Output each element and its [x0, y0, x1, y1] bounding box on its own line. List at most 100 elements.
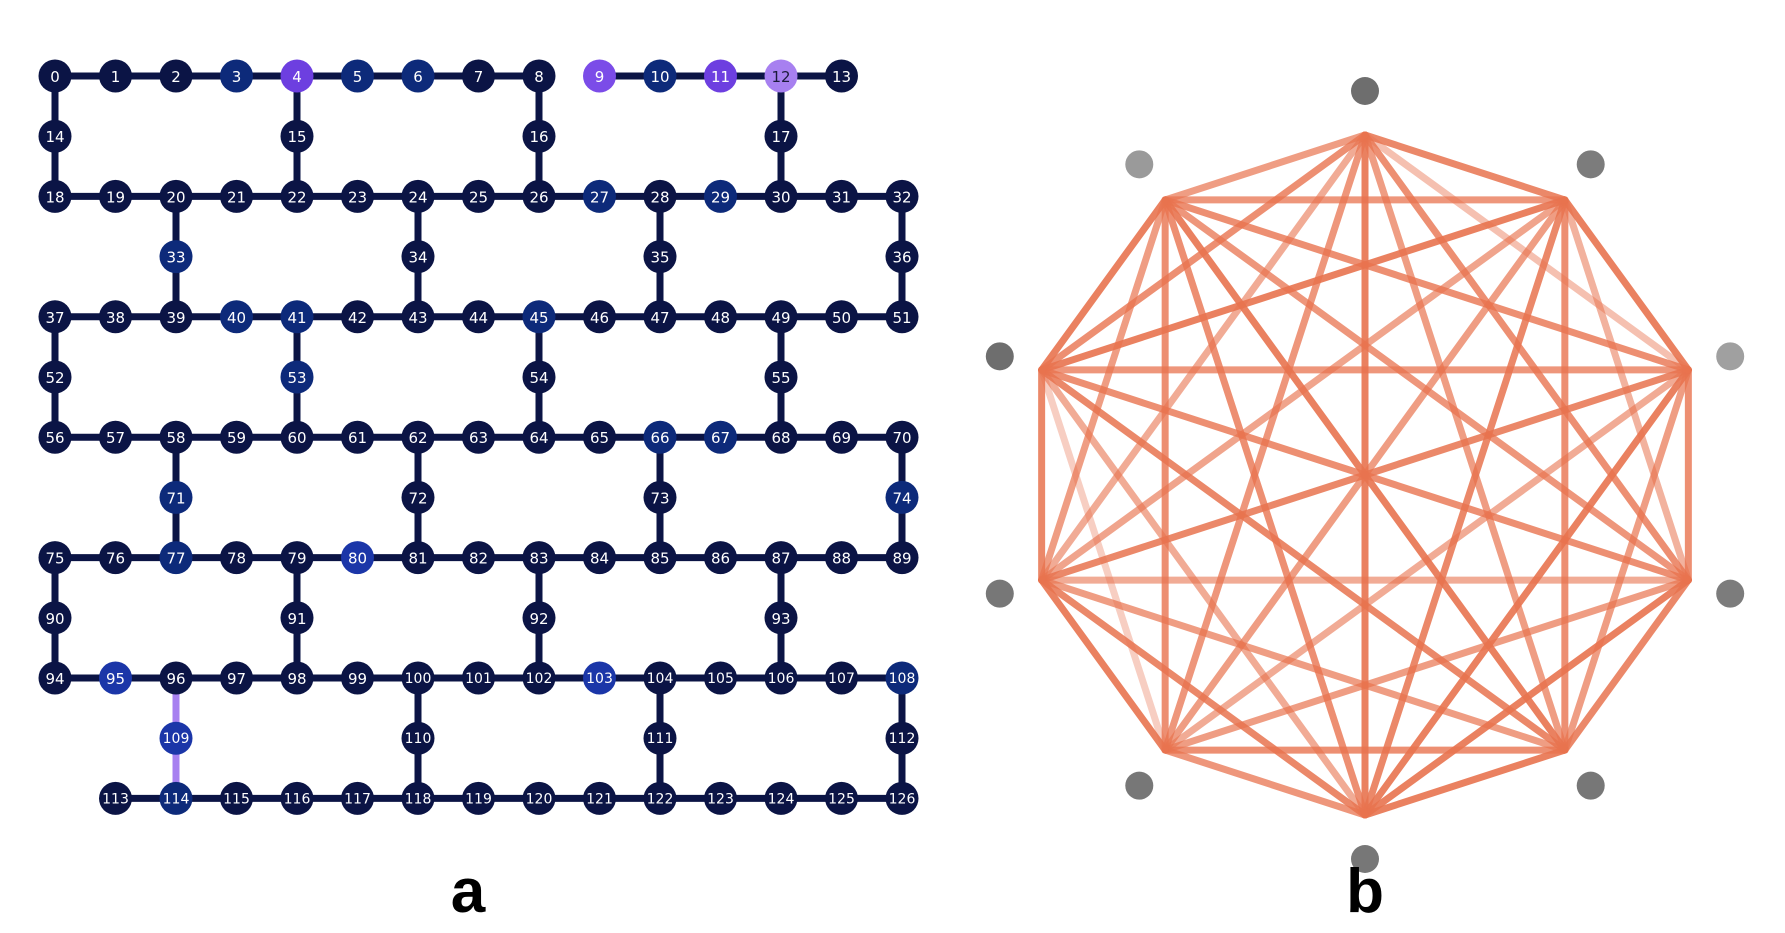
qubit-label: 109: [163, 731, 190, 747]
qubit-node: 36: [885, 240, 919, 274]
qubit-node: 62: [401, 420, 435, 454]
qubit-node: 43: [401, 300, 435, 334]
qubit-circle: [280, 59, 314, 93]
qubit-label: 102: [526, 671, 553, 687]
qubit-circle: [643, 59, 677, 93]
outer-vertex-dot: [1716, 342, 1745, 371]
qubit-node: 53: [280, 360, 314, 394]
qubit-label: 51: [892, 309, 911, 327]
qubit-node: 83: [522, 541, 556, 575]
qubit-circle: [462, 59, 495, 93]
complete-graph-edge: [1038, 196, 1169, 584]
qubit-label: 57: [106, 429, 125, 447]
qubit-label: 81: [408, 550, 427, 568]
qubit-node: 52: [38, 360, 72, 394]
qubit-node: 45: [522, 300, 556, 334]
qubit-node: 124: [764, 781, 798, 815]
outer-vertex-dot: [1576, 771, 1605, 800]
qubit-node: 103: [583, 661, 616, 695]
qubit-circle: [643, 541, 677, 575]
qubit-node: 119: [462, 781, 495, 815]
qubit-node: 17: [764, 119, 798, 153]
qubit-node: 100: [401, 661, 435, 695]
qubit-node: 56: [38, 420, 72, 454]
qubit-circle: [643, 480, 677, 514]
qubit-node: 99: [341, 661, 374, 695]
qubit-label: 47: [650, 309, 669, 327]
qubit-circle: [401, 721, 435, 755]
qubit-circle: [38, 360, 72, 394]
qubit-circle: [280, 541, 314, 575]
qubit-node: 8: [522, 59, 556, 93]
qubit-node: 1: [99, 59, 132, 93]
qubit-node: 98: [280, 661, 314, 695]
qubit-label: 41: [287, 309, 306, 327]
qubit-node: 32: [885, 179, 919, 213]
qubit-circle: [462, 661, 495, 695]
qubit-label: 96: [166, 670, 185, 688]
outer-vertex-dot: [1125, 150, 1154, 179]
qubit-node: 81: [401, 541, 435, 575]
complete-graph-edge: [1561, 576, 1692, 754]
qubit-label: 1: [111, 68, 121, 86]
qubit-node: 75: [38, 541, 72, 575]
qubit-label: 30: [771, 188, 790, 206]
qubit-label: 106: [768, 671, 795, 687]
qubit-circle: [704, 300, 737, 334]
qubit-circle: [220, 661, 253, 695]
qubit-circle: [643, 721, 677, 755]
qubit-label: 37: [45, 309, 64, 327]
qubit-node: 25: [462, 179, 495, 213]
qubit-label: 49: [771, 309, 790, 327]
qubit-node: 86: [704, 541, 737, 575]
qubit-label: 121: [586, 791, 613, 807]
qubit-node: 21: [220, 179, 253, 213]
qubit-label: 110: [405, 731, 432, 747]
qubit-circle: [825, 781, 858, 815]
qubit-circle: [99, 541, 132, 575]
qubit-node: 26: [522, 179, 556, 213]
qubit-label: 44: [469, 309, 488, 327]
qubit-label: 75: [45, 550, 64, 568]
qubit-circle: [764, 360, 798, 394]
qubit-node: 16: [522, 119, 556, 153]
qubit-circle: [220, 781, 253, 815]
qubit-label: 22: [287, 188, 306, 206]
qubit-circle: [704, 781, 737, 815]
qubit-circle: [885, 721, 919, 755]
complete-graph-edge: [1561, 196, 1692, 374]
qubit-label: 14: [45, 128, 64, 146]
qubit-circle: [280, 601, 314, 635]
complete-graph-edge: [1161, 196, 1692, 584]
qubit-label: 31: [832, 188, 851, 206]
complete-graph-edge: [1038, 366, 1569, 754]
qubit-circle: [764, 420, 798, 454]
qubit-label: 8: [534, 68, 544, 86]
qubit-label: 63: [469, 429, 488, 447]
qubit-node: 102: [522, 661, 556, 695]
qubit-circle: [38, 179, 72, 213]
qubit-label: 103: [586, 671, 613, 687]
qubit-node: 64: [522, 420, 556, 454]
qubit-circle: [583, 541, 616, 575]
qubit-node: 101: [462, 661, 495, 695]
outer-vertex-dot: [1351, 845, 1379, 873]
qubit-label: 86: [711, 550, 730, 568]
qubit-label: 67: [711, 429, 730, 447]
qubit-label: 25: [469, 188, 488, 206]
qubit-label: 118: [405, 791, 432, 807]
complete-graph-edge: [1361, 746, 1569, 819]
qubit-circle: [825, 300, 858, 334]
qubit-circle: [280, 179, 314, 213]
qubit-label: 62: [408, 429, 427, 447]
qubit-node: 113: [99, 781, 132, 815]
qubit-circle: [522, 300, 556, 334]
complete-graph-edge: [1038, 366, 1369, 819]
qubit-circle: [885, 480, 919, 514]
qubit-circle: [341, 661, 374, 695]
qubit-node: 28: [643, 179, 677, 213]
qubit-node: 94: [38, 661, 72, 695]
qubit-label: 18: [45, 188, 64, 206]
qubit-circle: [99, 179, 132, 213]
qubit-circle: [280, 420, 314, 454]
